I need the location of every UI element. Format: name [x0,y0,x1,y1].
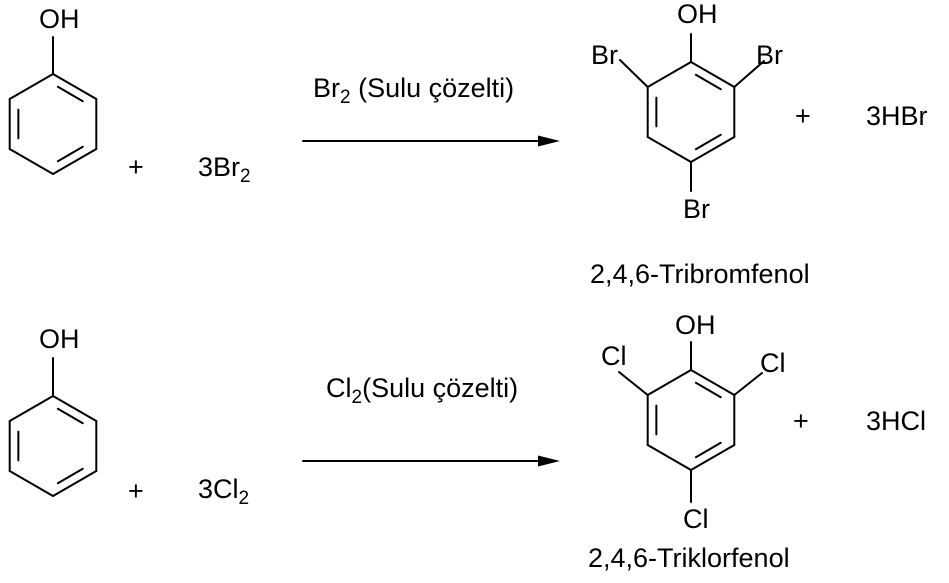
tribromophenol-substituent-bond [619,59,649,88]
phenol-1-ring-bond [8,73,54,100]
phenol-1-ring-bond [8,148,54,175]
tribromophenol-double-bond [694,133,722,151]
trichlorophenol-ring-bond [646,444,692,471]
byproduct-hbr: 3HBr [866,101,928,131]
product-name-2: 2,4,6-Triklorfenol [588,543,790,573]
reaction-arrow-1-head [538,135,560,147]
phenol-2-oh-label: OH [39,324,80,354]
phenol-2-double-bond [56,407,84,425]
phenol-2-ring-bond [52,395,98,422]
trichlorophenol-cl-bottom: Cl [683,504,709,534]
tribromophenol-substituent-bond [733,60,765,88]
tribromophenol-br-left: Br [591,40,618,70]
phenol-2-double-bond [56,467,84,485]
phenol-1-oh-label: OH [39,4,80,34]
phenol-1-double-bond [56,145,84,163]
plus-sign-1b: + [795,101,811,131]
phenol-1-ring-bond [52,148,98,175]
reagent-br2: 3Br2 [198,152,251,187]
tribromophenol-br-bottom: Br [683,194,710,224]
phenol-2-ring-bond [8,395,54,422]
trichlorophenol-ring-bond [646,369,692,396]
trichlorophenol-ring-bond [690,444,736,471]
tribromophenol-ring-bond [646,136,692,163]
reagent-cl2: 3Cl2 [198,474,250,509]
phenol-2-ring-bond [8,470,54,497]
trichlorophenol-double-bond [694,441,722,459]
condition-label-1: Br2 (Sulu çözelti) [313,73,515,108]
phenol-2-ring-bond [52,470,98,497]
trichlorophenol-cl-left: Cl [601,341,627,371]
tribromophenol-ring-bond [690,136,736,163]
tribromophenol-br-right: Br [756,40,783,70]
trichlorophenol-oh-label: OH [675,310,716,340]
plus-sign-2a: + [128,476,144,506]
trichlorophenol-double-bond [694,381,722,399]
byproduct-hcl: 3HCl [866,406,927,436]
tribromophenol-ring-bond [646,61,692,88]
product-name-1: 2,4,6-Tribromfenol [590,259,810,289]
plus-sign-1a: + [128,152,144,182]
phenol-1-double-bond [56,85,84,103]
plus-sign-2b: + [793,406,809,436]
trichlorophenol-ring-bond [690,369,736,396]
tribromophenol-ring-bond [690,61,736,88]
phenol-1-ring-bond [52,73,98,100]
trichlorophenol-cl-right: Cl [760,348,786,378]
tribromophenol-double-bond [694,73,722,91]
tribromophenol-oh-label: OH [677,0,718,29]
trichlorophenol-substituent-bond [618,371,649,396]
trichlorophenol-substituent-bond [733,372,763,396]
condition-label-2: Cl2(Sulu çözelti) [326,373,519,408]
reaction-arrow-2-head [538,455,560,467]
